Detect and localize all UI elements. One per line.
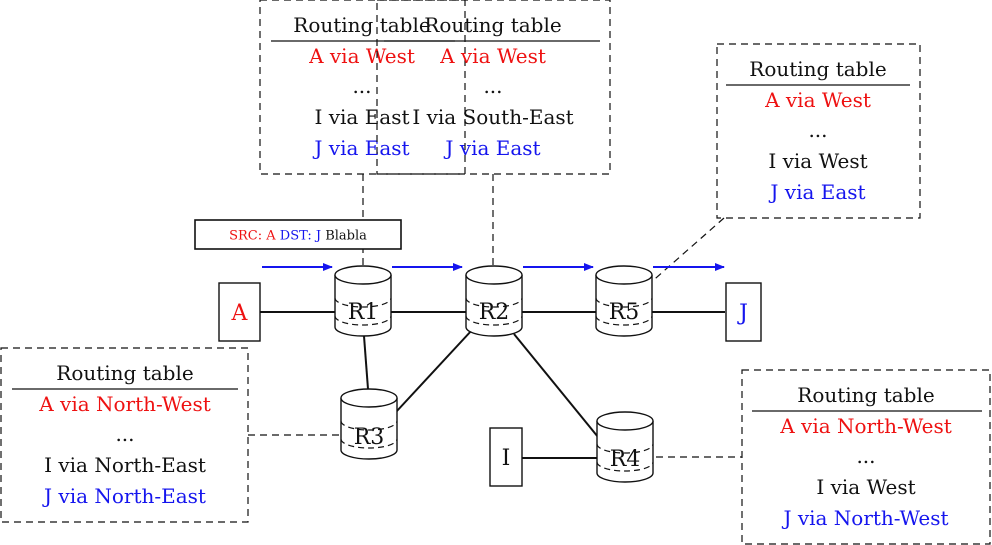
- routing-table-r5-title: Routing table: [749, 57, 886, 81]
- routing-table-r4-title: Routing table: [797, 383, 934, 407]
- router-r3-band: [340, 420, 398, 449]
- router-r3-label: R3: [354, 425, 385, 450]
- routing-table-r3-title: Routing table: [56, 361, 193, 385]
- routing-table-r4-frame: [741, 369, 991, 545]
- routing-table-r1-row-a: A via West: [308, 44, 415, 68]
- routing-table-r2-dots: ...: [483, 74, 502, 98]
- routing-table-r4-dots: ...: [856, 444, 875, 468]
- routing-table-r3: Routing table A via North-West ... I via…: [0, 347, 249, 523]
- router-r4: R4: [596, 411, 654, 483]
- routing-table-r1-dots: ...: [352, 74, 371, 98]
- host-j-label: J: [737, 301, 748, 326]
- routing-table-r5-frame: [716, 43, 921, 219]
- routing-table-r3-row-j: J via North-East: [42, 484, 206, 508]
- connector-r5-table: [639, 217, 725, 293]
- routing-table-r1-row-i: I via East: [314, 105, 409, 129]
- routing-table-r4-row-i: I via West: [816, 475, 915, 499]
- host-a-label: A: [231, 301, 249, 326]
- router-r4-label: R4: [610, 447, 641, 472]
- router-r1: R1: [334, 265, 392, 337]
- routing-table-r1: Routing table A via West ... I via East …: [259, 0, 466, 175]
- routing-table-r4: Routing table A via North-West ... I via…: [741, 369, 991, 545]
- routing-table-r2-title: Routing table: [424, 13, 561, 37]
- router-r2-body: [465, 275, 523, 337]
- routing-table-r3-row-i: I via North-East: [44, 453, 206, 477]
- router-r3-body: [340, 398, 398, 460]
- packet-dst: DST: J: [280, 229, 321, 244]
- router-r5: R5: [595, 265, 653, 337]
- routing-table-r4-row-j: J via North-West: [781, 506, 948, 530]
- packet-src: SRC: A: [229, 229, 276, 244]
- packet-payload: Blabla: [325, 229, 367, 244]
- routing-table-r3-frame: [0, 347, 249, 523]
- router-r3: R3: [340, 388, 398, 460]
- host-a-box: [218, 282, 261, 342]
- network-links: [260, 311, 725, 459]
- host-a: A: [218, 282, 261, 342]
- router-r1-band: [334, 297, 392, 326]
- router-r3-top: [340, 388, 398, 408]
- router-r5-body: [595, 275, 653, 337]
- host-i-box: [489, 427, 523, 487]
- router-r1-top: [334, 265, 392, 285]
- router-r2-label: R2: [479, 300, 510, 325]
- link-r2-r4: [513, 333, 599, 438]
- routing-table-r1-frame: [259, 0, 466, 175]
- router-r4-top: [596, 411, 654, 431]
- routing-table-r2-frame: [376, 0, 611, 175]
- routing-table-r5-row-a: A via West: [764, 88, 871, 112]
- routing-table-r5-row-j: J via East: [768, 180, 865, 204]
- host-i: I: [489, 427, 523, 487]
- routing-table-r2-row-j: J via East: [443, 136, 540, 160]
- packet-label-box: [194, 219, 402, 250]
- router-r4-body: [596, 421, 654, 483]
- routing-table-r2-row-i: I via South-East: [412, 105, 573, 129]
- routing-table-r1-row-j: J via East: [312, 136, 409, 160]
- routing-table-r1-title: Routing table: [293, 13, 430, 37]
- host-j: J: [725, 282, 762, 342]
- routing-table-r3-row-a: A via North-West: [38, 392, 211, 416]
- router-r1-body: [334, 275, 392, 337]
- router-r2-top: [465, 265, 523, 285]
- router-r5-top: [595, 265, 653, 285]
- packet-label-text: SRC: A DST: J Blabla: [229, 229, 367, 244]
- routing-table-r2: Routing table A via West ... I via South…: [376, 0, 611, 175]
- router-r5-label: R5: [609, 300, 640, 325]
- router-r1-label: R1: [348, 300, 379, 325]
- host-j-box: [725, 282, 762, 342]
- routing-table-r3-dots: ...: [115, 422, 134, 446]
- routing-table-r5-dots: ...: [808, 118, 827, 142]
- link-r2-r3: [395, 329, 473, 413]
- host-i-label: I: [502, 446, 511, 471]
- table-connectors: [248, 174, 742, 458]
- router-r5-band: [595, 297, 653, 326]
- routing-table-r5: Routing table A via West ... I via West …: [716, 43, 921, 219]
- routing-table-r2-row-a: A via West: [439, 44, 546, 68]
- routing-table-r5-row-i: I via West: [768, 149, 867, 173]
- router-r2: R2: [465, 265, 523, 337]
- routing-table-r4-row-a: A via North-West: [779, 414, 952, 438]
- router-r4-band: [596, 443, 654, 472]
- link-r1-r3: [363, 335, 369, 390]
- packet-label: SRC: A DST: J Blabla: [194, 219, 402, 250]
- router-r2-band: [465, 297, 523, 326]
